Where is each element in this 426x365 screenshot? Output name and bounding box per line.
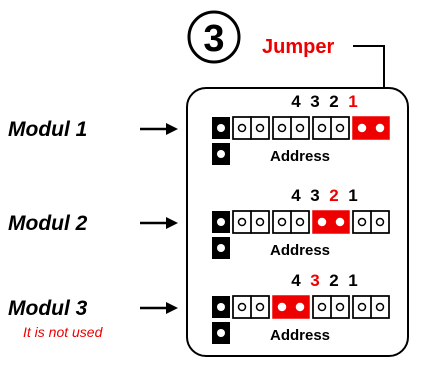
address-label: Address [270, 242, 330, 259]
jumper-block [312, 210, 350, 234]
pin-hole [277, 123, 287, 133]
address-position-number: 3 [310, 186, 319, 205]
pin-cell [330, 116, 350, 140]
pin-hole [217, 218, 225, 226]
pin-hole [237, 217, 247, 227]
right-arrow-icon [166, 302, 178, 314]
module-label: Modul 1 [8, 118, 87, 141]
pin-cell [250, 295, 270, 319]
pin-hole [317, 123, 327, 133]
pin-cell [370, 295, 390, 319]
pin-hole [375, 302, 385, 312]
pin-cell [290, 116, 310, 140]
pin-hole [217, 244, 225, 252]
address-position-number: 1 [348, 271, 357, 290]
pin-hole [255, 302, 265, 312]
address-position-number: 1 [348, 186, 357, 205]
address-position-number: 3 [310, 92, 319, 111]
pin-hole [255, 217, 265, 227]
pin-hole [237, 302, 247, 312]
pin-hole [335, 123, 345, 133]
pin-hole [217, 124, 225, 132]
address-position-number: 4 [291, 92, 301, 111]
module-label: Modul 3 [8, 297, 88, 320]
pin-cell [290, 210, 310, 234]
pin-hole [357, 302, 367, 312]
pin-hole [277, 302, 287, 312]
address-position-number: 1 [348, 92, 357, 111]
pin-hole [295, 302, 305, 312]
pin-hole [217, 150, 225, 158]
step-number: 3 [203, 18, 224, 60]
module-label: Modul 2 [8, 212, 88, 235]
pin-cell [250, 210, 270, 234]
pin-hole [295, 123, 305, 133]
address-position-number: 2 [329, 271, 338, 290]
pin-hole [217, 303, 225, 311]
pin-hole [335, 302, 345, 312]
right-arrow-icon [166, 123, 178, 135]
pin-hole [255, 123, 265, 133]
pin-hole [375, 123, 385, 133]
address-position-number: 2 [329, 92, 338, 111]
pin-hole [217, 329, 225, 337]
jumper-block [352, 116, 390, 140]
pin-hole [375, 217, 385, 227]
address-label: Address [270, 148, 330, 165]
pin-hole [335, 217, 345, 227]
module-note: It is not used [23, 324, 104, 340]
address-position-number: 4 [291, 186, 301, 205]
pin-cell [330, 295, 350, 319]
jumper-label: Jumper [262, 36, 334, 58]
pin-cell [370, 210, 390, 234]
pin-hole [357, 123, 367, 133]
pin-hole [317, 217, 327, 227]
address-position-number: 3 [310, 271, 319, 290]
pin-cell [250, 116, 270, 140]
pin-hole [237, 123, 247, 133]
jumper-callout-line [353, 45, 385, 100]
pin-hole [277, 217, 287, 227]
right-arrow-icon [166, 217, 178, 229]
address-position-number: 4 [291, 271, 301, 290]
pin-hole [317, 302, 327, 312]
step-circle-icon [187, 10, 241, 64]
address-label: Address [270, 327, 330, 344]
pin-hole [295, 217, 305, 227]
jumper-block [272, 295, 310, 319]
address-position-number: 2 [329, 186, 338, 205]
pin-hole [357, 217, 367, 227]
